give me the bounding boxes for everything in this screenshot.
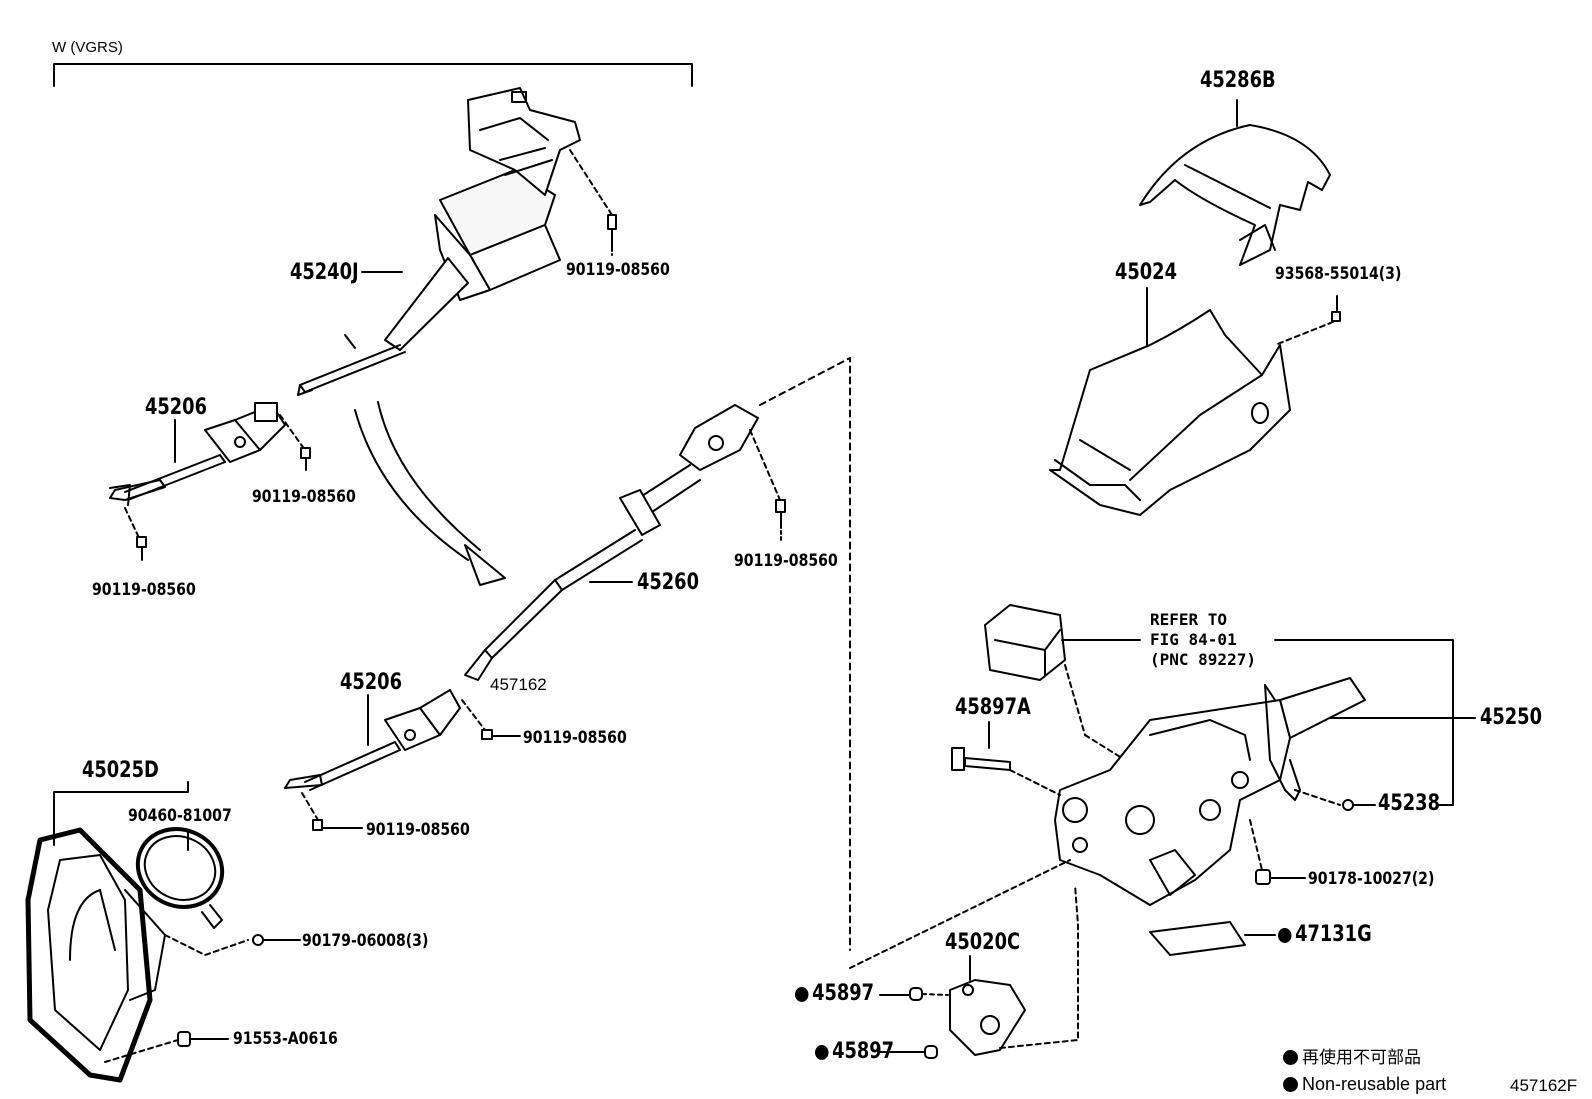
part-label-45024: 45024 [1115,260,1177,285]
column-hole-cover-45025D [25,827,166,1083]
clip-90179-06008 [164,934,301,956]
part-label-47131G: 47131G [1278,924,1372,946]
refer-line-2: FIG 84-01 [1150,630,1237,649]
part-label-45897-a: 45897 [795,983,874,1005]
part-label-45897-b: 45897 [815,1041,894,1063]
non-reusable-marker [815,1045,829,1060]
part-label-45025D: 45025D [82,758,159,783]
bolt-90119-uj-upper-b [124,507,147,561]
bolt-45897-a [879,987,949,1001]
bolt-90119-top [569,149,617,256]
part-label-45206-lower: 45206 [340,670,402,695]
part-label-90119-08560-f: 90119-08560 [366,820,470,840]
column-cover-lower-45024 [1049,309,1291,516]
part-label-45238: 45238 [1378,791,1440,816]
dashed-module [1064,664,1086,736]
part-label-90119-08560-a: 90119-08560 [566,260,670,280]
intermediate-shaft-45260 [464,404,759,681]
part-label-90119-08560-b: 90119-08560 [252,487,356,507]
dashed-module-b [1084,734,1126,761]
screw-93568 [1274,295,1341,346]
part-label-45286B: 45286B [1200,68,1276,93]
legend-dot-jp [1283,1050,1298,1065]
dashed-link-lower [849,859,1071,969]
leader-refer-right [1274,639,1454,806]
part-label-45897A: 45897A [955,695,1031,720]
bolt-45897A [951,747,1061,796]
part-label-90178-10027: 90178-10027(2) [1308,869,1435,889]
bolt-45897-b [879,884,1079,1059]
non-reusable-marker [1278,928,1292,943]
screw-91553-A0616 [104,1031,229,1063]
part-label-90460-81007: 90460-81007 [128,806,232,826]
part-label-90119-08560-e: 90119-08560 [523,728,627,748]
universal-joint-45206-upper [109,402,286,506]
label-47131G [1149,921,1276,956]
bolt-90119-uj-lower-a [461,699,521,740]
column-cover-upper-45286B [1139,124,1331,266]
legend-jp: 再使用不可部品 [1283,1049,1421,1066]
part-label-45240J: 45240J [290,260,359,285]
part-label-90119-08560-c: 90119-08560 [92,580,196,600]
variant-label: W (VGRS) [52,39,123,56]
part-label-90119-08560-d: 90119-08560 [734,551,838,571]
non-reusable-marker [795,987,809,1002]
variant-bracket [53,63,693,87]
bracket-45025D [53,781,189,846]
bolt-90119-shaft [749,429,786,541]
part-label-457162-small: 457162 [490,675,547,694]
legend-en: Non-reusable part [1283,1075,1446,1093]
steering-lock-45020C [949,979,1026,1056]
refer-line-3: (PNC 89227) [1150,650,1256,669]
universal-joint-45206-lower [284,689,461,791]
part-label-45250: 45250 [1480,705,1542,730]
transition-arrow [354,401,506,586]
part-label-45206-upper: 45206 [145,395,207,420]
column-assembly-45240J [297,87,581,396]
part-label-90179-06008: 90179-06008(3) [302,931,429,951]
nut-45238 [1294,789,1376,811]
refer-note: REFER TO FIG 84-01 (PNC 89227) [1150,610,1256,670]
steering-column-45250 [1054,677,1366,906]
ring-90460-81007 [135,827,225,929]
figure-id: 457162F [1510,1076,1578,1095]
legend-dot-en [1283,1077,1298,1092]
module-refer-fig-84-01 [984,604,1066,681]
part-label-45020C: 45020C [945,930,1021,955]
part-label-45260: 45260 [637,570,699,595]
refer-line-1: REFER TO [1150,610,1228,629]
part-label-93568-55014: 93568-55014(3) [1275,264,1402,284]
bolt-90119-uj-upper-a [279,414,311,471]
part-label-91553-A0616: 91553-A0616 [233,1029,338,1049]
bolt-90119-uj-lower-b [301,792,363,831]
nut-90178 [1249,819,1306,885]
dashed-link-shaft [759,357,851,951]
